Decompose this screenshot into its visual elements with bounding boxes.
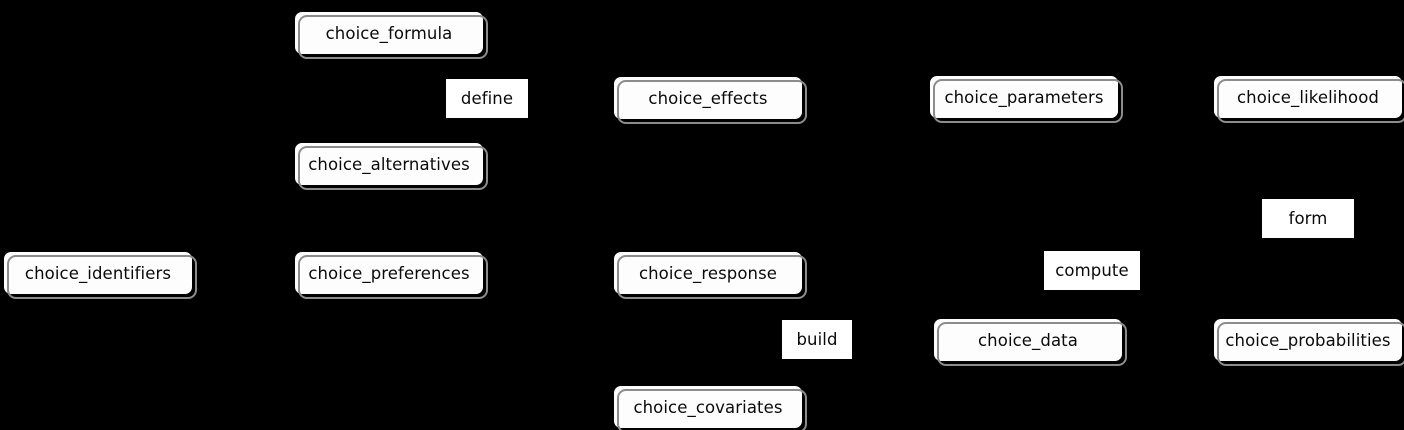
connector-edge-parameters-likelihood	[1024, 96, 1308, 98]
edge-label-form: form	[1262, 199, 1354, 238]
edge-label-define: define	[446, 79, 528, 118]
node-choice_effects[interactable]: choice_effects	[612, 75, 807, 124]
connector-edge-alternatives-define	[437, 98, 439, 164]
node-choice_preferences[interactable]: choice_preferences	[293, 250, 488, 299]
node-choice_data[interactable]: choice_data	[932, 317, 1127, 366]
connector-edge-preferences-response	[389, 272, 708, 274]
connector-edge-data-compute	[1059, 270, 1061, 340]
node-choice_formula[interactable]: choice_formula	[293, 10, 488, 59]
node-choice_response[interactable]: choice_response	[612, 250, 807, 299]
connector-edge-effects-parameters	[708, 97, 1024, 99]
connector-edge-covariates-build	[762, 339, 764, 407]
connector-edge-form-probabilities	[1307, 218, 1309, 340]
edge-label-compute: compute	[1044, 251, 1140, 290]
node-choice_covariates[interactable]: choice_covariates	[612, 384, 807, 430]
connector-edge-identifiers-preferences	[98, 272, 389, 274]
node-choice_parameters[interactable]: choice_parameters	[928, 74, 1123, 123]
node-choice_alternatives[interactable]: choice_alternatives	[293, 141, 488, 190]
connector-edge-formula-define	[437, 33, 439, 99]
node-choice_probabilities[interactable]: choice_probabilities	[1212, 317, 1404, 366]
connector-edge-response-build	[762, 273, 764, 340]
connector-edge-build-data	[817, 339, 1028, 341]
edge-label-build: build	[782, 320, 852, 359]
connector-edge-define-effects	[487, 97, 708, 99]
node-choice_identifiers[interactable]: choice_identifiers	[2, 250, 197, 299]
connector-edge-likelihood-form	[1307, 97, 1309, 219]
connector-edge-compute-parameters	[1057, 97, 1059, 271]
node-choice_likelihood[interactable]: choice_likelihood	[1212, 74, 1404, 123]
connector-edge-compute-probabilities	[1092, 304, 1308, 306]
